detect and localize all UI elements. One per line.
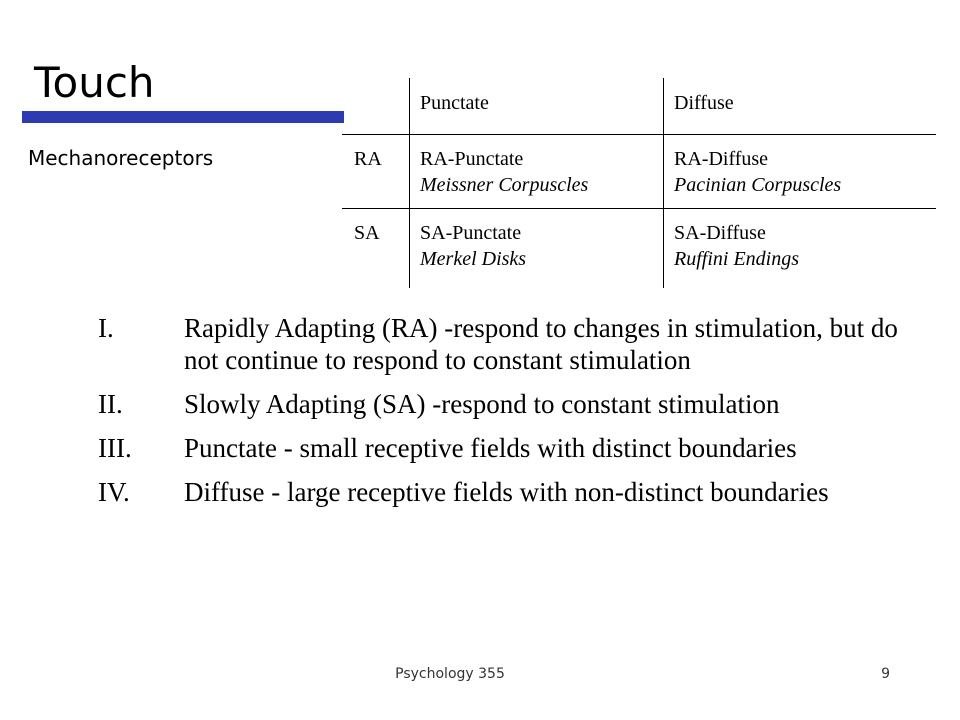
- table-header-diffuse: Diffuse: [674, 92, 734, 114]
- table-cell-ra-diffuse: RA-Diffuse Pacinian Corpuscles: [674, 146, 841, 198]
- table-row-label-sa: SA: [354, 222, 380, 244]
- cell-name: SA-Diffuse: [674, 222, 766, 244]
- list-item-number: IV.: [98, 477, 130, 507]
- cell-name: SA-Punctate: [420, 222, 522, 244]
- definition-list: I. Rapidly Adapting (RA) -respond to cha…: [98, 312, 898, 520]
- table-cell-sa-diffuse: SA-Diffuse Ruffini Endings: [674, 220, 799, 272]
- list-item-text: Rapidly Adapting (RA) -respond to change…: [184, 313, 898, 375]
- table-column-divider: [409, 78, 410, 288]
- mechanoreceptor-table: Punctate Diffuse RA RA-Punctate Meissner…: [342, 78, 936, 288]
- list-item: III. Punctate - small receptive fields w…: [98, 432, 898, 464]
- list-item-number: II.: [98, 389, 123, 419]
- list-item: IV. Diffuse - large receptive fields wit…: [98, 476, 898, 508]
- cell-name: RA-Punctate: [420, 148, 524, 170]
- cell-receptor: Pacinian Corpuscles: [674, 174, 842, 196]
- cell-receptor: Ruffini Endings: [674, 248, 799, 270]
- footer-page-number: 9: [881, 666, 890, 682]
- slide-title: Touch: [34, 58, 155, 107]
- list-item-number: III.: [98, 433, 132, 463]
- footer-course: Psychology 355: [395, 666, 505, 682]
- cell-receptor: Merkel Disks: [420, 248, 527, 270]
- table-cell-sa-punctate: SA-Punctate Merkel Disks: [420, 220, 526, 272]
- list-item: II. Slowly Adapting (SA) -respond to con…: [98, 388, 898, 420]
- cell-receptor: Meissner Corpuscles: [420, 174, 589, 196]
- table-header-divider: [342, 134, 936, 135]
- title-accent-bar: [22, 111, 344, 123]
- list-item-number: I.: [98, 313, 114, 343]
- table-cell-ra-punctate: RA-Punctate Meissner Corpuscles: [420, 146, 588, 198]
- table-row-label-ra: RA: [354, 148, 382, 170]
- list-item-text: Punctate - small receptive fields with d…: [184, 433, 797, 463]
- list-item-text: Slowly Adapting (SA) -respond to constan…: [184, 389, 780, 419]
- table-header-punctate: Punctate: [420, 92, 489, 114]
- table-row-divider: [342, 208, 936, 209]
- table-column-divider: [663, 78, 664, 288]
- slide-subtitle: Mechanoreceptors: [28, 146, 214, 170]
- list-item: I. Rapidly Adapting (RA) -respond to cha…: [98, 312, 898, 376]
- list-item-text: Diffuse - large receptive fields with no…: [184, 477, 829, 507]
- cell-name: RA-Diffuse: [674, 148, 769, 170]
